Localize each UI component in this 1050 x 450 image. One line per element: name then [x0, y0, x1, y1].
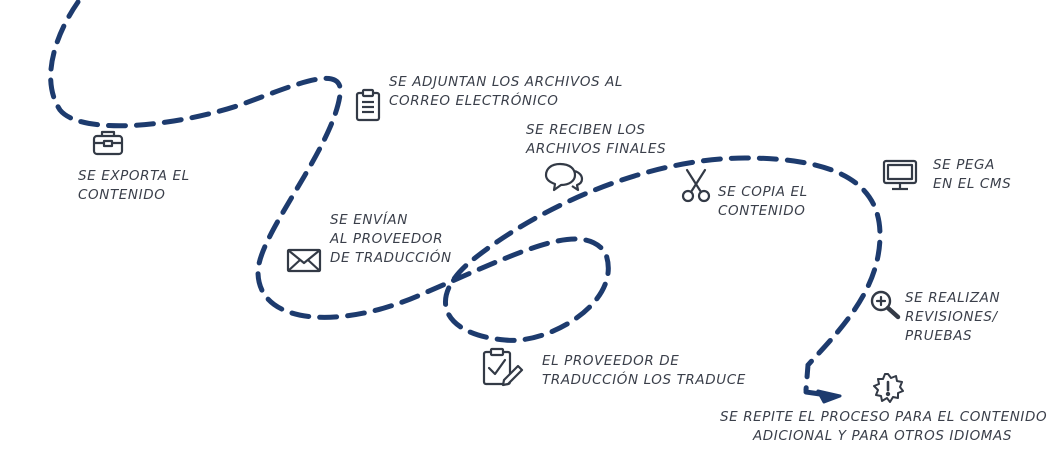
toolbox-icon [90, 128, 126, 158]
arrow-tail [803, 389, 823, 397]
magnifier-icon [868, 288, 902, 320]
arrow-head-icon [816, 389, 842, 404]
speech-bubbles-icon [544, 160, 584, 194]
monitor-icon [882, 158, 918, 192]
checklist-pencil-icon [480, 346, 524, 388]
scissors-icon [680, 168, 712, 204]
alert-badge-icon [872, 372, 904, 404]
dashed-flow-path [48, 0, 883, 393]
envelope-icon [286, 246, 322, 274]
clipboard-icon [354, 88, 382, 122]
